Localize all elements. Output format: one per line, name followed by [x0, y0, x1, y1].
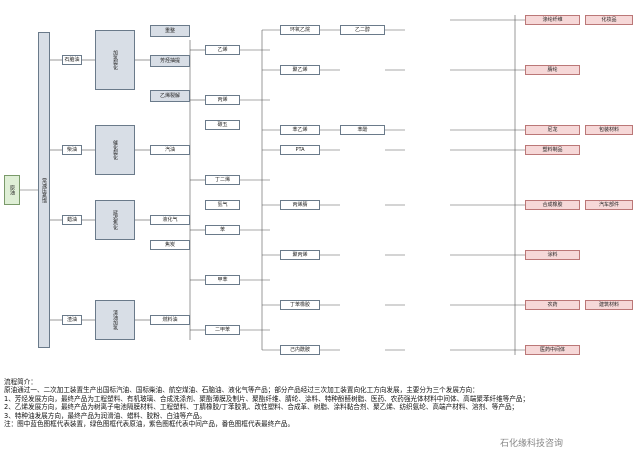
node-c5: 碳五 [205, 120, 240, 130]
node-benzene: 苯 [205, 225, 240, 235]
node-ethylene-oxide: 环氧乙烷 [280, 25, 320, 35]
node-butadiene: 丁二烯 [205, 175, 240, 185]
node-styrene: 苯乙烯 [280, 125, 320, 135]
product-coatings: 涂料 [525, 250, 580, 260]
product-acrylic-fiber: 腈纶 [525, 65, 580, 75]
node-xylene: 二甲苯 [205, 325, 240, 335]
node-resid-hydro: 渣油加氢 [95, 300, 135, 340]
note-title: 流程简介： [4, 378, 37, 386]
note-line: 1、芳烃发展方向，最终产品为工程塑料、有机玻璃、合成洗涤剂、聚酯薄膜及制片、聚酯… [4, 394, 530, 403]
product-polyester-fiber: 涤纶纤维 [525, 15, 580, 25]
node-acrylonitrile: 丙烯腈 [280, 200, 320, 210]
node-ethylene-cracking: 乙烯裂解 [150, 90, 190, 102]
product-auto-parts: 汽车部件 [585, 200, 633, 210]
node-residue: 渣油 [62, 315, 82, 325]
node-coke: 焦炭 [150, 240, 190, 250]
node-polyethylene: 聚乙烯 [280, 65, 320, 75]
node-phenol: 苯酚 [340, 125, 385, 135]
product-pesticides: 农药 [525, 300, 580, 310]
product-pharma-intermediates: 医药中间体 [525, 345, 580, 355]
node-reforming: 重整 [150, 25, 190, 37]
node-fuel-oil: 燃料油 [150, 315, 190, 325]
note-line: 3、特种油发展方向，最终产品为润滑油、蜡料、胶粉、白油等产品。 [4, 411, 207, 420]
product-synthetic-rubber: 合成橡胶 [525, 200, 580, 210]
process-description: 流程简介： 原油通过一、二次加工装置生产出国标汽油、国标柴油、航空煤油、石脑油、… [4, 378, 564, 428]
node-naphtha: 石脑油 [62, 55, 82, 65]
node-hydrogen: 氢气 [205, 200, 240, 210]
node-coking: 延迟焦化 [95, 200, 135, 240]
node-toluene: 甲苯 [205, 275, 240, 285]
node-aromatics-extraction: 芳烃抽提 [150, 55, 190, 67]
product-packaging: 包装材料 [585, 125, 633, 135]
node-glycol: 乙二醇 [340, 25, 385, 35]
node-hydrocracking: 加氢裂化 [95, 30, 135, 90]
node-gasoline: 汽油 [150, 145, 190, 155]
node-lpg: 液化气 [150, 215, 190, 225]
node-diesel: 柴油 [62, 145, 82, 155]
node-fcc: 催化裂化 [95, 125, 135, 175]
note-legend: 注：图中蓝色图框代表装置，绿色图框代表原油，紫色图框代表中间产品，番色图框代表最… [4, 420, 295, 429]
node-pta: PTA [280, 145, 320, 155]
note-line: 2、乙烯发展方向，最终产品为树离子电池隔膜材料、工程塑料、丁腈橡胶/丁苯胶乳、改… [4, 403, 519, 412]
product-nylon: 尼龙 [525, 125, 580, 135]
node-ethylene: 乙烯 [205, 45, 240, 55]
node-propylene: 丙烯 [205, 95, 240, 105]
product-cosmetics: 化妆品 [585, 15, 633, 25]
node-crude-oil: 原油 [4, 175, 20, 205]
brand-watermark: 石化缘科技咨询 [500, 439, 564, 449]
node-caprolactam: 己内酰胺 [280, 345, 320, 355]
note-line: 原油通过一、二次加工装置生产出国标汽油、国标柴油、航空煤油、石脑油、液化气等产品… [4, 386, 479, 395]
node-polypropylene: 聚丙烯 [280, 250, 320, 260]
product-building-materials: 建筑材料 [585, 300, 633, 310]
node-sbr: 丁苯橡胶 [280, 300, 320, 310]
product-plastics: 塑料制品 [525, 145, 580, 155]
node-atmospheric-distillation: 常减压蒸馏 [38, 32, 50, 348]
node-wax-oil: 蜡油 [62, 215, 82, 225]
